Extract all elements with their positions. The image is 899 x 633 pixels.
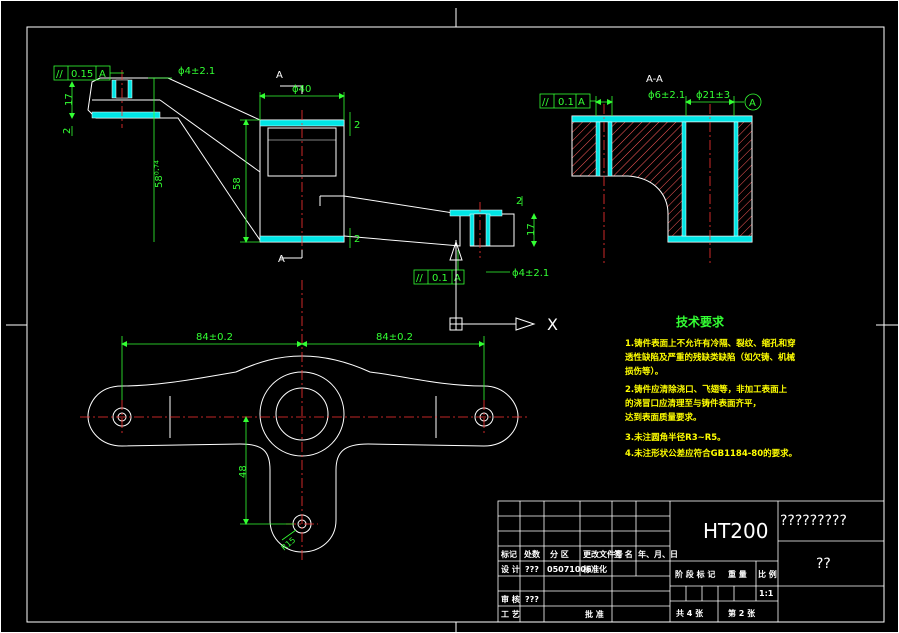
dim-span-right: 84±0.2: [376, 332, 413, 343]
technical-notes: 技术要求 1.铸件表面上不允许有冷隔、裂纹、缩孔和穿 透性缺陷及严重的残缺类缺陷…: [625, 314, 797, 459]
svg-text://: //: [542, 97, 549, 108]
dim-right-2a: 2: [354, 120, 360, 131]
tb-hdr-doc: 更改文件号: [583, 549, 623, 559]
tb-drawing-name: ?????????: [780, 513, 847, 529]
dim-plan-48: 48: [238, 465, 249, 478]
plan-centerlines: [80, 280, 528, 560]
tb-stage-label: 阶 段 标 记: [675, 569, 715, 579]
tb-hdr-sign: 签 名: [613, 549, 633, 559]
note-line: 达到表面质量要求。: [625, 412, 702, 423]
front-left-arm-outline: [87, 77, 261, 242]
tb-company: ??: [816, 556, 831, 572]
svg-text://: //: [56, 69, 63, 80]
frame-center-marks: [6, 8, 899, 633]
notes-title: 技术要求: [676, 314, 725, 329]
tb-scale-value: 1:1: [759, 589, 774, 598]
dim-sec-hole2: ϕ21±3: [696, 90, 730, 101]
dim-right-17: 17: [526, 223, 537, 236]
dim-hole-right-lower: ϕ4±2.1: [512, 268, 549, 279]
section-dimensions: [595, 93, 762, 116]
note-line: 4.未注形状公差应符合GB1184-80的要求。: [625, 448, 797, 459]
front-view: A A: [87, 70, 515, 265]
tb-sheets-total: 共 4 张: [676, 608, 704, 618]
svg-text://: //: [416, 273, 423, 284]
plan-dimensions: [121, 336, 485, 541]
section-view: [571, 104, 753, 264]
tb-approve-label: 批 准: [585, 609, 604, 619]
front-view-dimensions: [69, 77, 537, 273]
tb-hdr-count: 处数: [523, 549, 541, 559]
section-top-face: [571, 115, 753, 123]
svg-text:A: A: [99, 69, 106, 80]
note-line: 3.未注圆角半径R3~R5。: [625, 432, 726, 443]
tb-standardize: 标准化: [582, 564, 607, 574]
dim-left-17: 17: [64, 93, 75, 106]
svg-text:0.15: 0.15: [71, 69, 93, 80]
dim-boss-dia: ϕ40: [292, 84, 311, 95]
title-block: [497, 500, 885, 623]
front-right-arm-outline: [343, 195, 461, 247]
plan-view: [87, 355, 519, 553]
tb-sheet-no: 第 2 张: [728, 608, 756, 618]
tb-review-label: 审 核: [501, 594, 520, 604]
ucs-x-label: X: [547, 315, 558, 334]
cut-label-top: A: [276, 70, 283, 81]
section-label: A-A: [646, 74, 663, 85]
svg-text:A: A: [749, 98, 756, 109]
tb-hdr-date: 年、月、日: [638, 549, 678, 559]
note-line: 损伤等）。: [625, 366, 663, 377]
tb-design-label: 设 计: [501, 564, 520, 574]
tb-review-name: ???: [525, 595, 539, 604]
tb-material: HT200: [703, 519, 768, 543]
tb-hdr-mark: 标记: [500, 549, 517, 559]
dim-left-2: 2: [62, 128, 73, 134]
dim-right-2c: 2: [516, 196, 522, 207]
fcf-top-left: // 0.15 A: [53, 65, 124, 81]
tb-weight-label: 重 量: [728, 569, 747, 579]
note-line: 1.铸件表面上不允许有冷隔、裂纹、缩孔和穿: [625, 338, 796, 349]
tb-hdr-zone: 分 区: [550, 549, 569, 559]
dim-right-2b: 2: [354, 234, 360, 245]
dim-height-58: 58: [232, 177, 243, 190]
dim-span-left: 84±0.2: [196, 332, 233, 343]
svg-text:A: A: [454, 273, 461, 284]
ucs-icon: [449, 240, 536, 331]
dim-height-58-tol: 58⁰·⁷⁴: [154, 160, 165, 188]
tb-scale-label: 比 例: [758, 569, 777, 579]
svg-text:A: A: [578, 97, 585, 108]
tb-design-name: ???: [525, 565, 539, 574]
tb-design-no: 05071006: [547, 565, 592, 574]
note-line: 2.铸件应清除浇口、飞翅等，非加工表面上: [625, 384, 788, 395]
svg-text:0.1: 0.1: [432, 273, 448, 284]
note-line: 的浇冒口应清理至与铸件表面齐平，: [625, 398, 761, 409]
front-left-pad: [91, 111, 161, 119]
plan-outline: [87, 355, 519, 553]
dim-plan-r: R15: [279, 535, 297, 552]
note-line: 透性缺陷及严重的残缺类缺陷（如欠铸、机械: [625, 352, 796, 363]
dim-sec-hole1: ϕ6±2.1: [648, 90, 685, 101]
cut-label-bottom: A: [278, 254, 285, 265]
tb-process-label: 工 艺: [501, 609, 520, 619]
datum-circle: [744, 93, 762, 111]
fcf-section: // 0.1 A: [539, 93, 596, 109]
svg-text:0.1: 0.1: [558, 97, 574, 108]
dim-hole-top-left: ϕ4±2.1: [178, 66, 215, 77]
